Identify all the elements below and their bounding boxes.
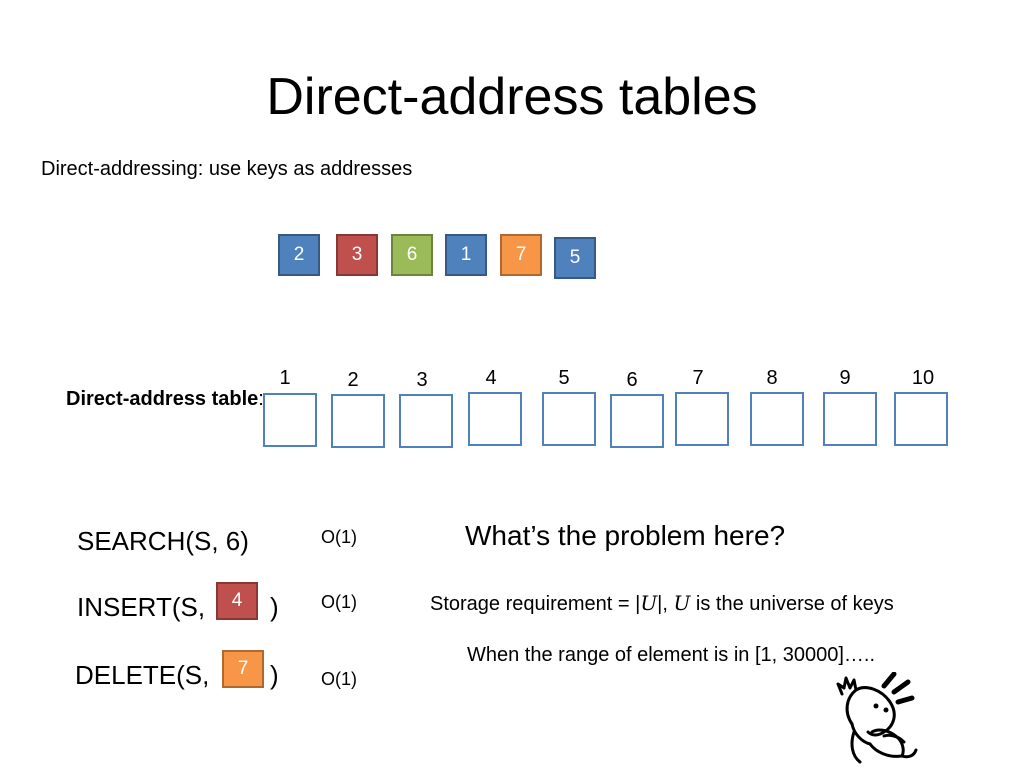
table-index-5: 5 — [558, 367, 570, 389]
table-cell — [894, 392, 948, 446]
key-box-5: 5 — [554, 237, 596, 279]
key-label: 1 — [460, 244, 472, 265]
table-index-4: 4 — [485, 367, 497, 389]
op-delete-key-box: 7 — [222, 650, 264, 688]
op-insert: INSERT(S, — [77, 592, 206, 622]
storage-note-suffix: is the universe of keys — [690, 593, 894, 615]
table-index-9: 9 — [839, 367, 851, 389]
slide-title: Direct-address tables — [266, 68, 758, 126]
table-cell — [675, 392, 729, 446]
key-box-2: 6 — [391, 234, 433, 276]
table-cell — [399, 394, 453, 448]
question-text: What’s the problem here? — [465, 520, 786, 551]
table-cell — [750, 392, 804, 446]
key-box-3: 1 — [445, 234, 487, 276]
range-note: When the range of element is in [1, 3000… — [467, 644, 876, 666]
key-box-0: 2 — [278, 234, 320, 276]
op-search-complexity: O(1) — [321, 527, 357, 547]
table-cell — [542, 392, 596, 446]
op-insert-close: ) — [270, 592, 279, 622]
table-index-10: 10 — [911, 367, 935, 389]
table-label-bold: Direct-address table — [66, 388, 259, 410]
key-label: 5 — [569, 247, 581, 268]
storage-note-u2: U — [673, 591, 691, 615]
op-delete-close: ) — [270, 660, 279, 690]
table-index-6: 6 — [626, 369, 638, 391]
storage-note: Storage requirement = |U|, U is the univ… — [430, 591, 894, 616]
table-cell — [331, 394, 385, 448]
table-index-8: 8 — [766, 367, 778, 389]
table-cell — [610, 394, 664, 448]
table-index-7: 7 — [692, 367, 704, 389]
table-index-2: 2 — [347, 369, 359, 391]
op-delete-complexity: O(1) — [321, 669, 357, 689]
table-label: Direct-address table: — [66, 384, 264, 414]
table-cell — [263, 393, 317, 447]
table-cell — [823, 392, 877, 446]
op-delete: DELETE(S, — [75, 660, 210, 690]
table-index-1: 1 — [279, 367, 291, 389]
worried-character-icon — [836, 672, 918, 764]
storage-note-prefix: Storage requirement = | — [430, 593, 641, 615]
storage-note-mid: |, — [657, 593, 674, 615]
key-label: 7 — [515, 244, 527, 265]
storage-note-u1: U — [640, 591, 658, 615]
op-search: SEARCH(S, 6) — [77, 526, 249, 556]
key-box-4: 7 — [500, 234, 542, 276]
op-insert-complexity: O(1) — [321, 592, 357, 612]
key-label: 6 — [406, 244, 418, 265]
slide-subtitle: Direct-addressing: use keys as addresses — [41, 158, 413, 180]
key-label: 3 — [351, 244, 363, 265]
op-insert-key: 4 — [231, 590, 243, 611]
table-label-colon: : — [258, 388, 264, 410]
op-delete-key: 7 — [237, 658, 249, 679]
table-cell — [468, 392, 522, 446]
op-insert-key-box: 4 — [216, 582, 258, 620]
table-index-3: 3 — [416, 369, 428, 391]
key-box-1: 3 — [336, 234, 378, 276]
key-label: 2 — [293, 244, 305, 265]
